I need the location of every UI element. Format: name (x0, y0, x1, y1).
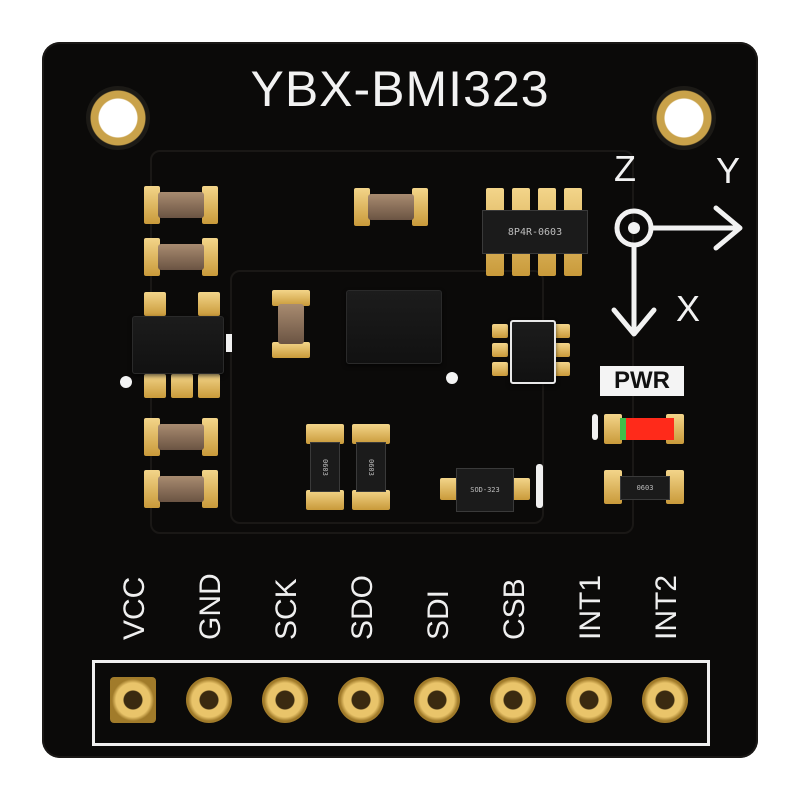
sensor-orientation-dot (446, 372, 458, 384)
power-led (604, 414, 684, 444)
diode: SOD-323 (440, 468, 530, 512)
resistor-led-marking: 0603 (620, 476, 670, 500)
axis-x-label: X (676, 288, 701, 329)
pin1-marker (120, 376, 132, 388)
led-silk-mark (592, 414, 598, 440)
mounting-hole-right (652, 86, 716, 150)
pin-label-sdo: SDO (346, 574, 379, 640)
axis-z-label: Z (614, 148, 636, 189)
capacitor-c4 (144, 470, 218, 508)
pin-header-outline (92, 660, 710, 746)
pin-label-int2: INT2 (650, 574, 683, 640)
pin-label-csb: CSB (498, 578, 531, 640)
resistor-r1: 0603 (306, 424, 344, 510)
pin-sdi[interactable] (414, 677, 460, 723)
axis-y-label: Y (716, 150, 741, 191)
resistor-r2: 0603 (352, 424, 390, 510)
mounting-hole-left (86, 86, 150, 150)
diode-marking: SOD-323 (456, 468, 514, 512)
diode-cathode-mark (536, 464, 543, 508)
pin-gnd[interactable] (186, 677, 232, 723)
capacitor-c2 (144, 238, 218, 276)
pwr-label: PWR (600, 366, 684, 396)
resistor-r2-marking: 0603 (356, 442, 386, 492)
pcb-board (42, 42, 758, 758)
small-ic (492, 320, 570, 384)
pcb-trace (230, 270, 544, 524)
capacitor-c1 (144, 186, 218, 224)
pin-label-sck: SCK (270, 578, 303, 640)
pin-sdo[interactable] (338, 677, 384, 723)
voltage-regulator (132, 290, 232, 400)
pin-int2[interactable] (642, 677, 688, 723)
pin-sck[interactable] (262, 677, 308, 723)
pin-vcc[interactable] (110, 677, 156, 723)
capacitor-c3 (144, 418, 218, 456)
board-title: YBX-BMI323 (250, 61, 550, 117)
pin-label-gnd: GND (194, 573, 227, 640)
resistor-r1-marking: 0603 (310, 442, 340, 492)
pin-csb[interactable] (490, 677, 536, 723)
pin-int1[interactable] (566, 677, 612, 723)
pin-label-sdi: SDI (422, 589, 455, 640)
resistor-network-marking: 8P4R-0603 (482, 210, 588, 254)
pin-label-int1: INT1 (574, 574, 607, 640)
capacitor-c6 (354, 188, 428, 226)
pin-label-vcc: VCC (118, 576, 151, 640)
resistor-network: 8P4R-0603 (482, 188, 588, 276)
capacitor-c5 (272, 290, 310, 358)
bmi323-sensor-chip (346, 290, 442, 364)
resistor-led: 0603 (604, 470, 684, 504)
